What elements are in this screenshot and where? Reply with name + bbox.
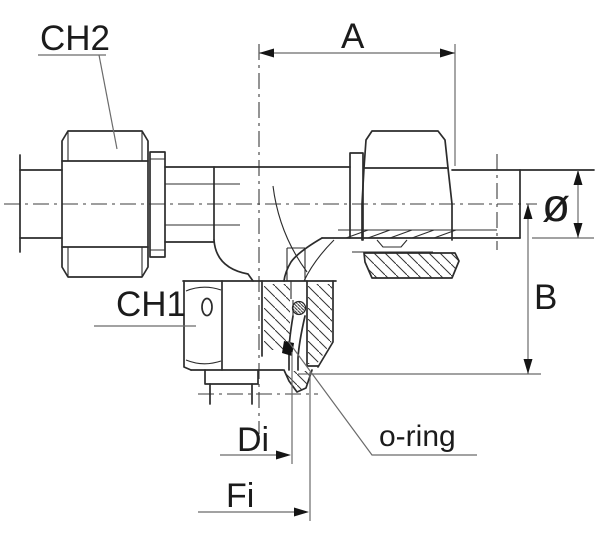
thread-section bbox=[345, 229, 460, 279]
fitting-body bbox=[19, 130, 595, 405]
section-hatching bbox=[264, 253, 459, 390]
dim-B bbox=[298, 204, 541, 375]
dimensions bbox=[38, 44, 594, 521]
label-b: B bbox=[534, 278, 557, 317]
centerlines bbox=[4, 44, 537, 434]
label-oring: o-ring bbox=[379, 420, 456, 453]
body-center bbox=[213, 166, 335, 282]
label-a: A bbox=[341, 17, 365, 56]
nut-section-hatch bbox=[364, 253, 459, 278]
label-diameter: ø bbox=[542, 179, 570, 231]
dim-diameter bbox=[532, 170, 594, 239]
label-ch1: CH1 bbox=[116, 285, 186, 324]
hex-flat-hole bbox=[201, 297, 213, 317]
labels: CH2 A ø B CH1 Di Fi o-ring bbox=[40, 17, 570, 515]
nut-section-outline bbox=[363, 252, 460, 279]
right-collar bbox=[349, 152, 364, 241]
label-fi: Fi bbox=[226, 477, 254, 515]
dim-A bbox=[259, 44, 456, 166]
right-nut bbox=[361, 130, 453, 241]
branch-wall-right-hatch bbox=[308, 284, 332, 364]
left-nut bbox=[61, 130, 149, 278]
leader-ch2 bbox=[38, 54, 118, 150]
dim-Di bbox=[220, 352, 293, 464]
left-tube-stub bbox=[19, 154, 63, 253]
o-ring-section bbox=[291, 300, 307, 316]
leader-oring bbox=[287, 340, 477, 456]
horizontal-port bbox=[164, 166, 351, 243]
branch-hex bbox=[182, 280, 337, 371]
label-ch2: CH2 bbox=[40, 19, 110, 58]
dim-Fi bbox=[198, 372, 311, 521]
bottom-port bbox=[204, 369, 259, 405]
branch-section bbox=[261, 247, 334, 393]
branch-wall-left-hatch bbox=[264, 284, 290, 350]
section-break-line bbox=[272, 185, 308, 273]
right-tube bbox=[321, 169, 595, 239]
label-di: Di bbox=[237, 421, 269, 459]
left-collar bbox=[149, 151, 166, 258]
